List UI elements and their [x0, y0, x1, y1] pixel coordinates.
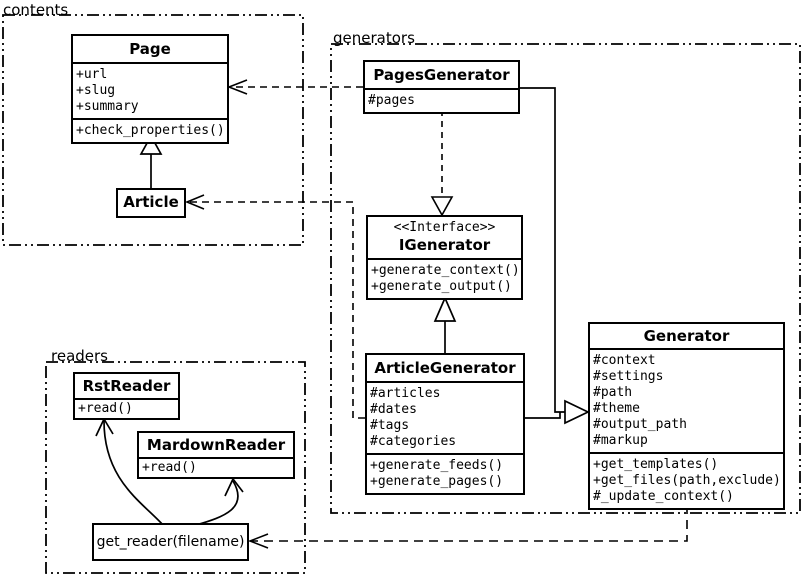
edge-generators-to-generator-inheritance: [520, 87, 590, 425]
edge-articlegenerator-to-igenerator-inheritance: [433, 295, 457, 355]
class-rstreader-title: RstReader: [82, 377, 171, 395]
method: +get_templates(): [593, 457, 719, 472]
package-contents-border: [2, 14, 304, 246]
attribute: #theme: [593, 401, 640, 416]
method: +get_files(path,exclude): [593, 473, 781, 488]
edge-pagesgenerator-to-igenerator-realization: [430, 110, 454, 217]
attribute: #articles: [370, 386, 441, 401]
edge-getreader-to-markdownreader: [195, 477, 244, 526]
package-generators-border: [330, 43, 801, 514]
class-igenerator-methods: +generate_context() +generate_output(): [368, 258, 521, 298]
attribute: #context: [593, 353, 656, 368]
class-igenerator-title: IGenerator: [398, 236, 491, 254]
class-markdownreader-methods: +read(): [139, 457, 293, 477]
class-pagesgenerator-attributes: #pages: [365, 88, 518, 112]
method: #_update_context(): [593, 489, 734, 504]
class-rstreader: RstReader +read(): [73, 372, 180, 420]
attribute: #markup: [593, 433, 648, 448]
function-get-reader-label: get_reader(filename): [96, 534, 245, 550]
class-page: Page +url +slug +summary +check_properti…: [71, 34, 229, 144]
edge-generator-to-getreader-dependency: [247, 505, 688, 549]
class-article-title: Article: [123, 193, 179, 211]
package-generators-label: generators: [333, 29, 415, 47]
attribute: #dates: [370, 402, 417, 417]
class-generator-attributes: #context #settings #path #theme #output_…: [590, 348, 783, 452]
class-article: Article: [116, 188, 186, 218]
class-generator-title: Generator: [643, 327, 730, 345]
attribute: #path: [593, 385, 633, 400]
attribute: #output_path: [593, 417, 687, 432]
class-articlegenerator-attributes: #articles #dates #tags #categories: [367, 381, 523, 453]
package-contents-label: contents: [3, 1, 69, 19]
method: +generate_pages(): [370, 474, 504, 489]
class-igenerator-header: <<Interface>> IGenerator: [368, 217, 521, 258]
class-page-attributes: +url +slug +summary: [73, 62, 227, 118]
class-igenerator: <<Interface>> IGenerator +generate_conte…: [366, 215, 523, 300]
method: +check_properties(): [76, 123, 225, 138]
class-page-methods: +check_properties(): [73, 118, 227, 142]
class-articlegenerator-title: ArticleGenerator: [374, 359, 516, 377]
attribute: #categories: [370, 434, 457, 449]
attribute: #pages: [368, 93, 415, 108]
class-markdownreader-title: MardownReader: [146, 436, 286, 454]
edge-pagesgenerator-to-page-dependency: [226, 79, 363, 95]
class-generator: Generator #context #settings #path #them…: [588, 322, 785, 510]
attribute: +url: [76, 67, 108, 82]
class-markdownreader: MardownReader +read(): [137, 431, 295, 479]
attribute: #settings: [593, 369, 664, 384]
method: +generate_feeds(): [370, 458, 504, 473]
edge-articlegenerator-to-article-dependency: [184, 194, 365, 419]
method: +generate_context(): [371, 263, 520, 278]
attribute: #tags: [370, 418, 410, 433]
attribute: +slug: [76, 83, 116, 98]
class-igenerator-stereotype: <<Interface>>: [393, 220, 496, 235]
class-articlegenerator: ArticleGenerator #articles #dates #tags …: [365, 353, 525, 495]
method: +read(): [78, 401, 133, 416]
edge-article-to-page-inheritance: [139, 134, 163, 190]
method: +generate_output(): [371, 279, 512, 294]
class-page-title: Page: [129, 40, 171, 58]
attribute: +summary: [76, 99, 139, 114]
class-articlegenerator-methods: +generate_feeds() +generate_pages(): [367, 453, 523, 493]
package-readers-label: readers: [51, 347, 108, 365]
class-pagesgenerator-title: PagesGenerator: [373, 66, 510, 84]
class-generator-methods: +get_templates() +get_files(path,exclude…: [590, 452, 783, 508]
class-pagesgenerator: PagesGenerator #pages: [363, 60, 520, 114]
package-readers-border: [45, 361, 306, 574]
method: +read(): [142, 460, 197, 475]
class-rstreader-methods: +read(): [75, 398, 178, 418]
function-get-reader: get_reader(filename): [92, 523, 249, 561]
